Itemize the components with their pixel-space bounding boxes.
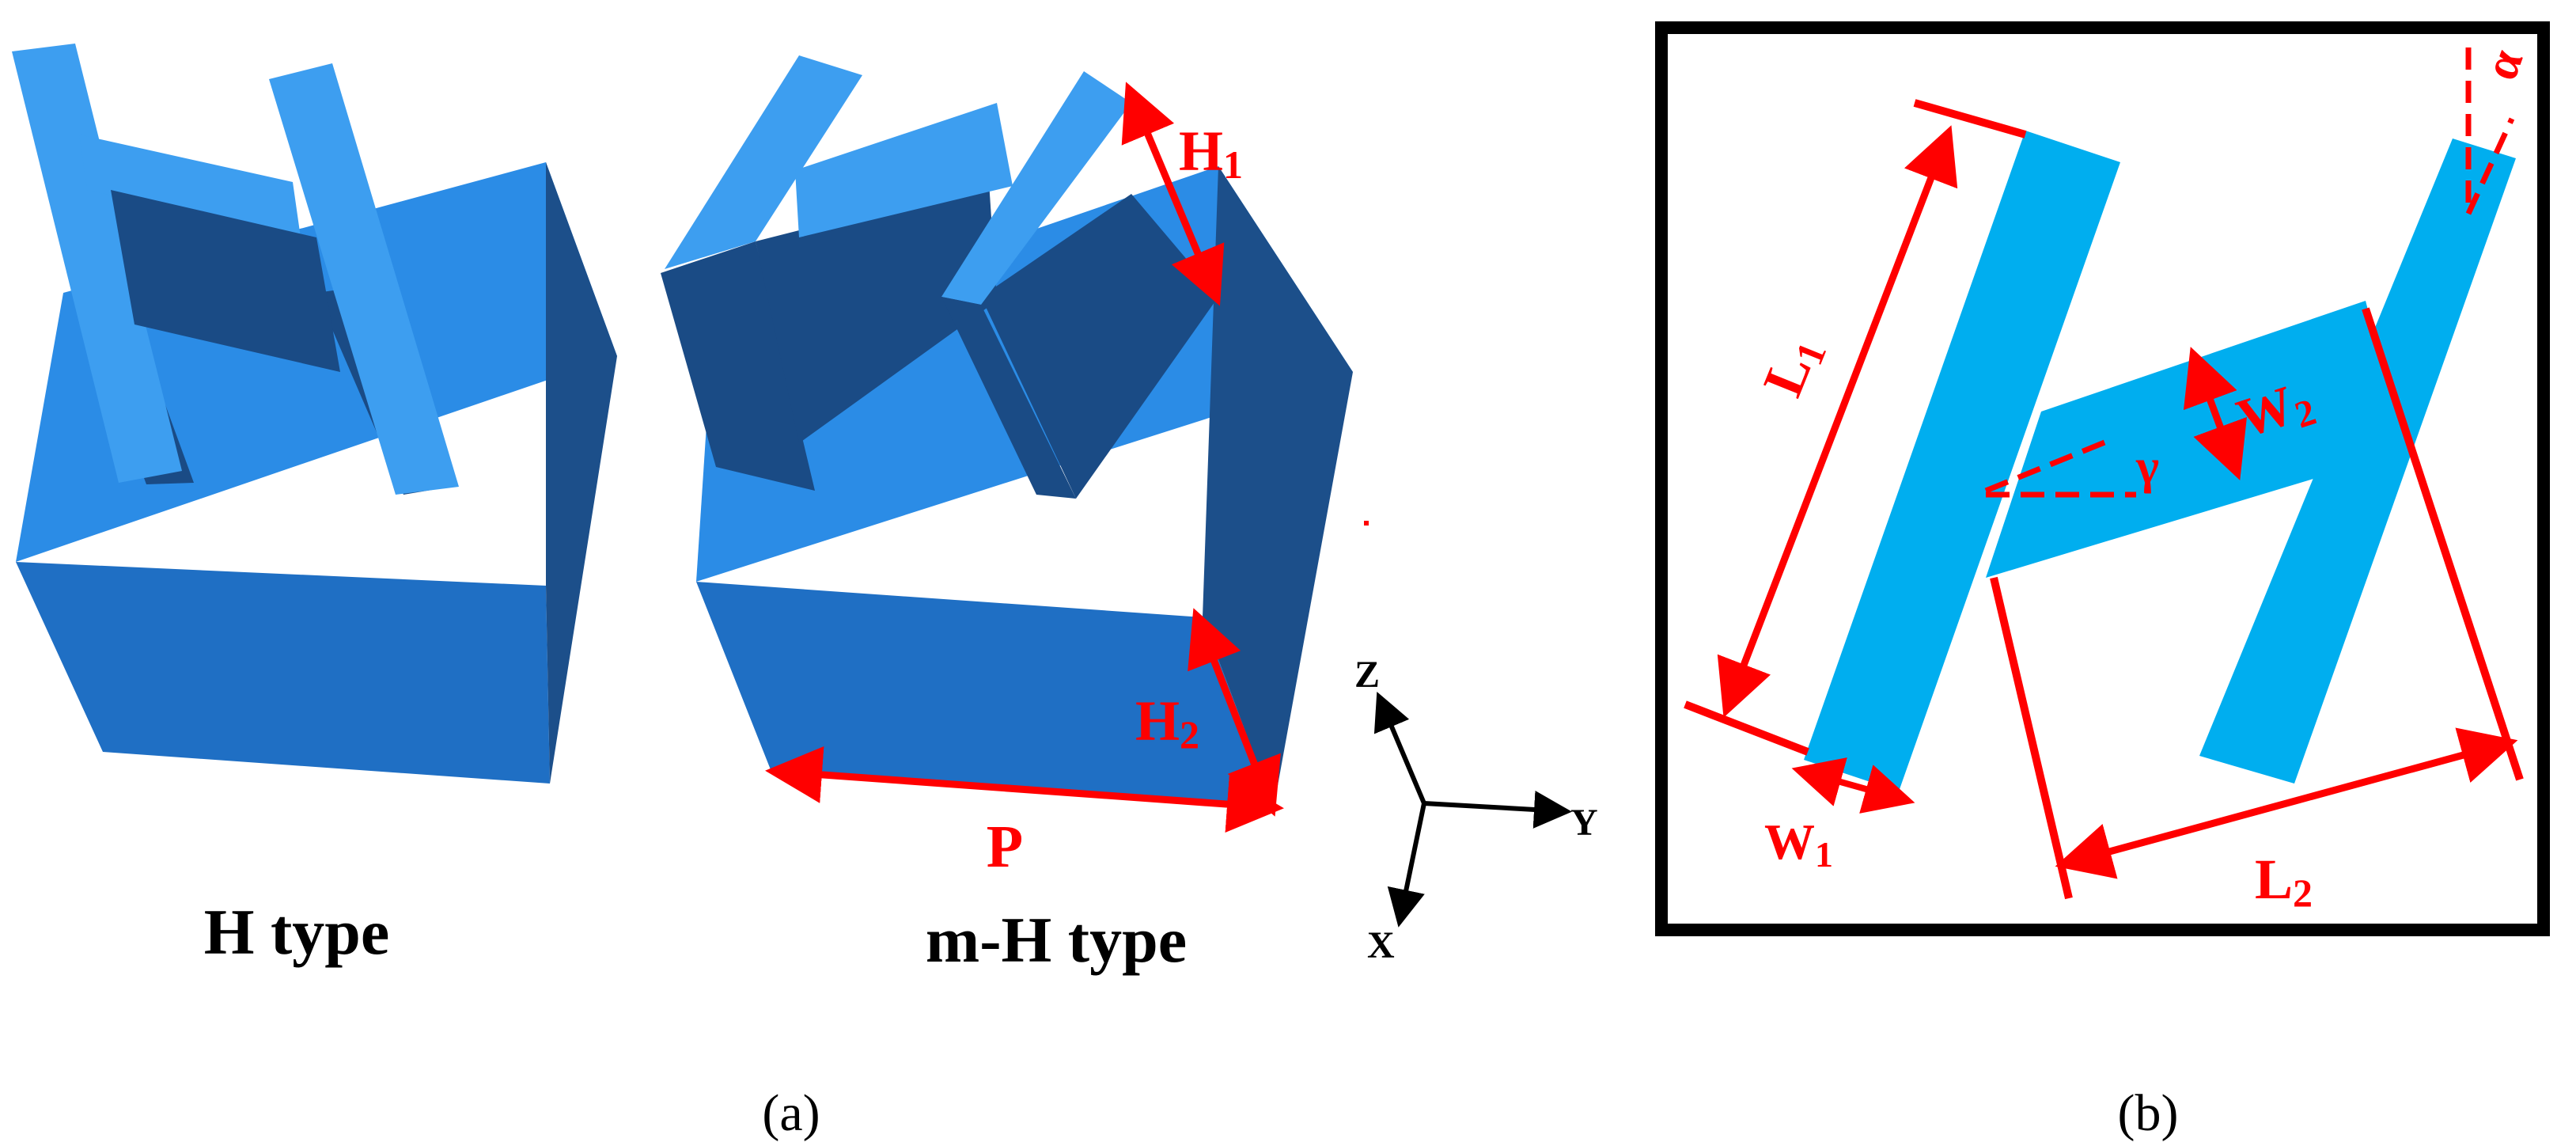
alpha-slanted <box>2465 117 2515 215</box>
mh-right-block-top <box>941 71 1131 305</box>
l1-ext-bottom <box>1684 700 1809 756</box>
z-axis <box>1373 691 1426 805</box>
mh-right-block-side <box>941 297 1076 499</box>
coordinate-axes: Z Y X <box>1354 654 1598 966</box>
y-axis <box>1423 790 1572 829</box>
p-label: P <box>987 814 1023 880</box>
mh-left-block-top <box>665 55 862 269</box>
h-right-leg-top <box>269 63 459 495</box>
h1-label: H1 <box>1179 120 1243 187</box>
l1-ext-top <box>1913 99 2027 139</box>
panel-b-caption: (b) <box>2118 1084 2179 1142</box>
mh-middle-top <box>795 103 1013 237</box>
w1-label: W1 <box>1764 814 1833 875</box>
w2-dimension-arrow <box>2183 347 2248 480</box>
h-type-model <box>12 44 617 784</box>
h-crossbar-face <box>111 190 340 372</box>
h-cube-side-face <box>546 162 617 784</box>
panel-a: H type H1 H2 P <box>12 44 1598 1142</box>
gamma-label: γ <box>2135 440 2159 494</box>
stray-mark <box>1364 521 1369 526</box>
l2-ext-right <box>2362 307 2524 781</box>
l2-label: L2 <box>2255 848 2313 915</box>
y-axis-label: Y <box>1570 802 1598 844</box>
x-axis-label: X <box>1367 924 1395 966</box>
gamma-slanted <box>1984 436 2114 494</box>
x-axis <box>1387 803 1426 928</box>
l2-dimension-arrow <box>2055 727 2518 879</box>
panel-a-caption: (a) <box>762 1084 820 1142</box>
h-cube-front-face <box>16 562 550 784</box>
h1-dimension-arrow <box>1121 82 1225 306</box>
mh-middle-panel <box>756 182 997 443</box>
w1-dimension-arrow <box>1791 757 1915 814</box>
h-type-label: H type <box>204 896 390 968</box>
h-left-leg-top <box>12 44 182 483</box>
z-axis-label: Z <box>1354 654 1380 696</box>
l1-dimension-arrow <box>1717 125 1958 718</box>
mh-left-block-side <box>661 241 815 491</box>
h-crossbar-top <box>79 135 301 237</box>
mh-type-model <box>661 55 1353 807</box>
panel-b: L1 W1 W2 γ α L2 <box>1655 21 2550 936</box>
panel-b-frame <box>1655 21 2550 936</box>
p-dimension-arrow <box>765 746 1284 833</box>
l2-ext-left <box>1990 576 2073 900</box>
mh-type-label: m-H type <box>926 904 1187 976</box>
l1-label: L1 <box>1751 328 1835 407</box>
alpha-label: α <box>2474 43 2534 87</box>
